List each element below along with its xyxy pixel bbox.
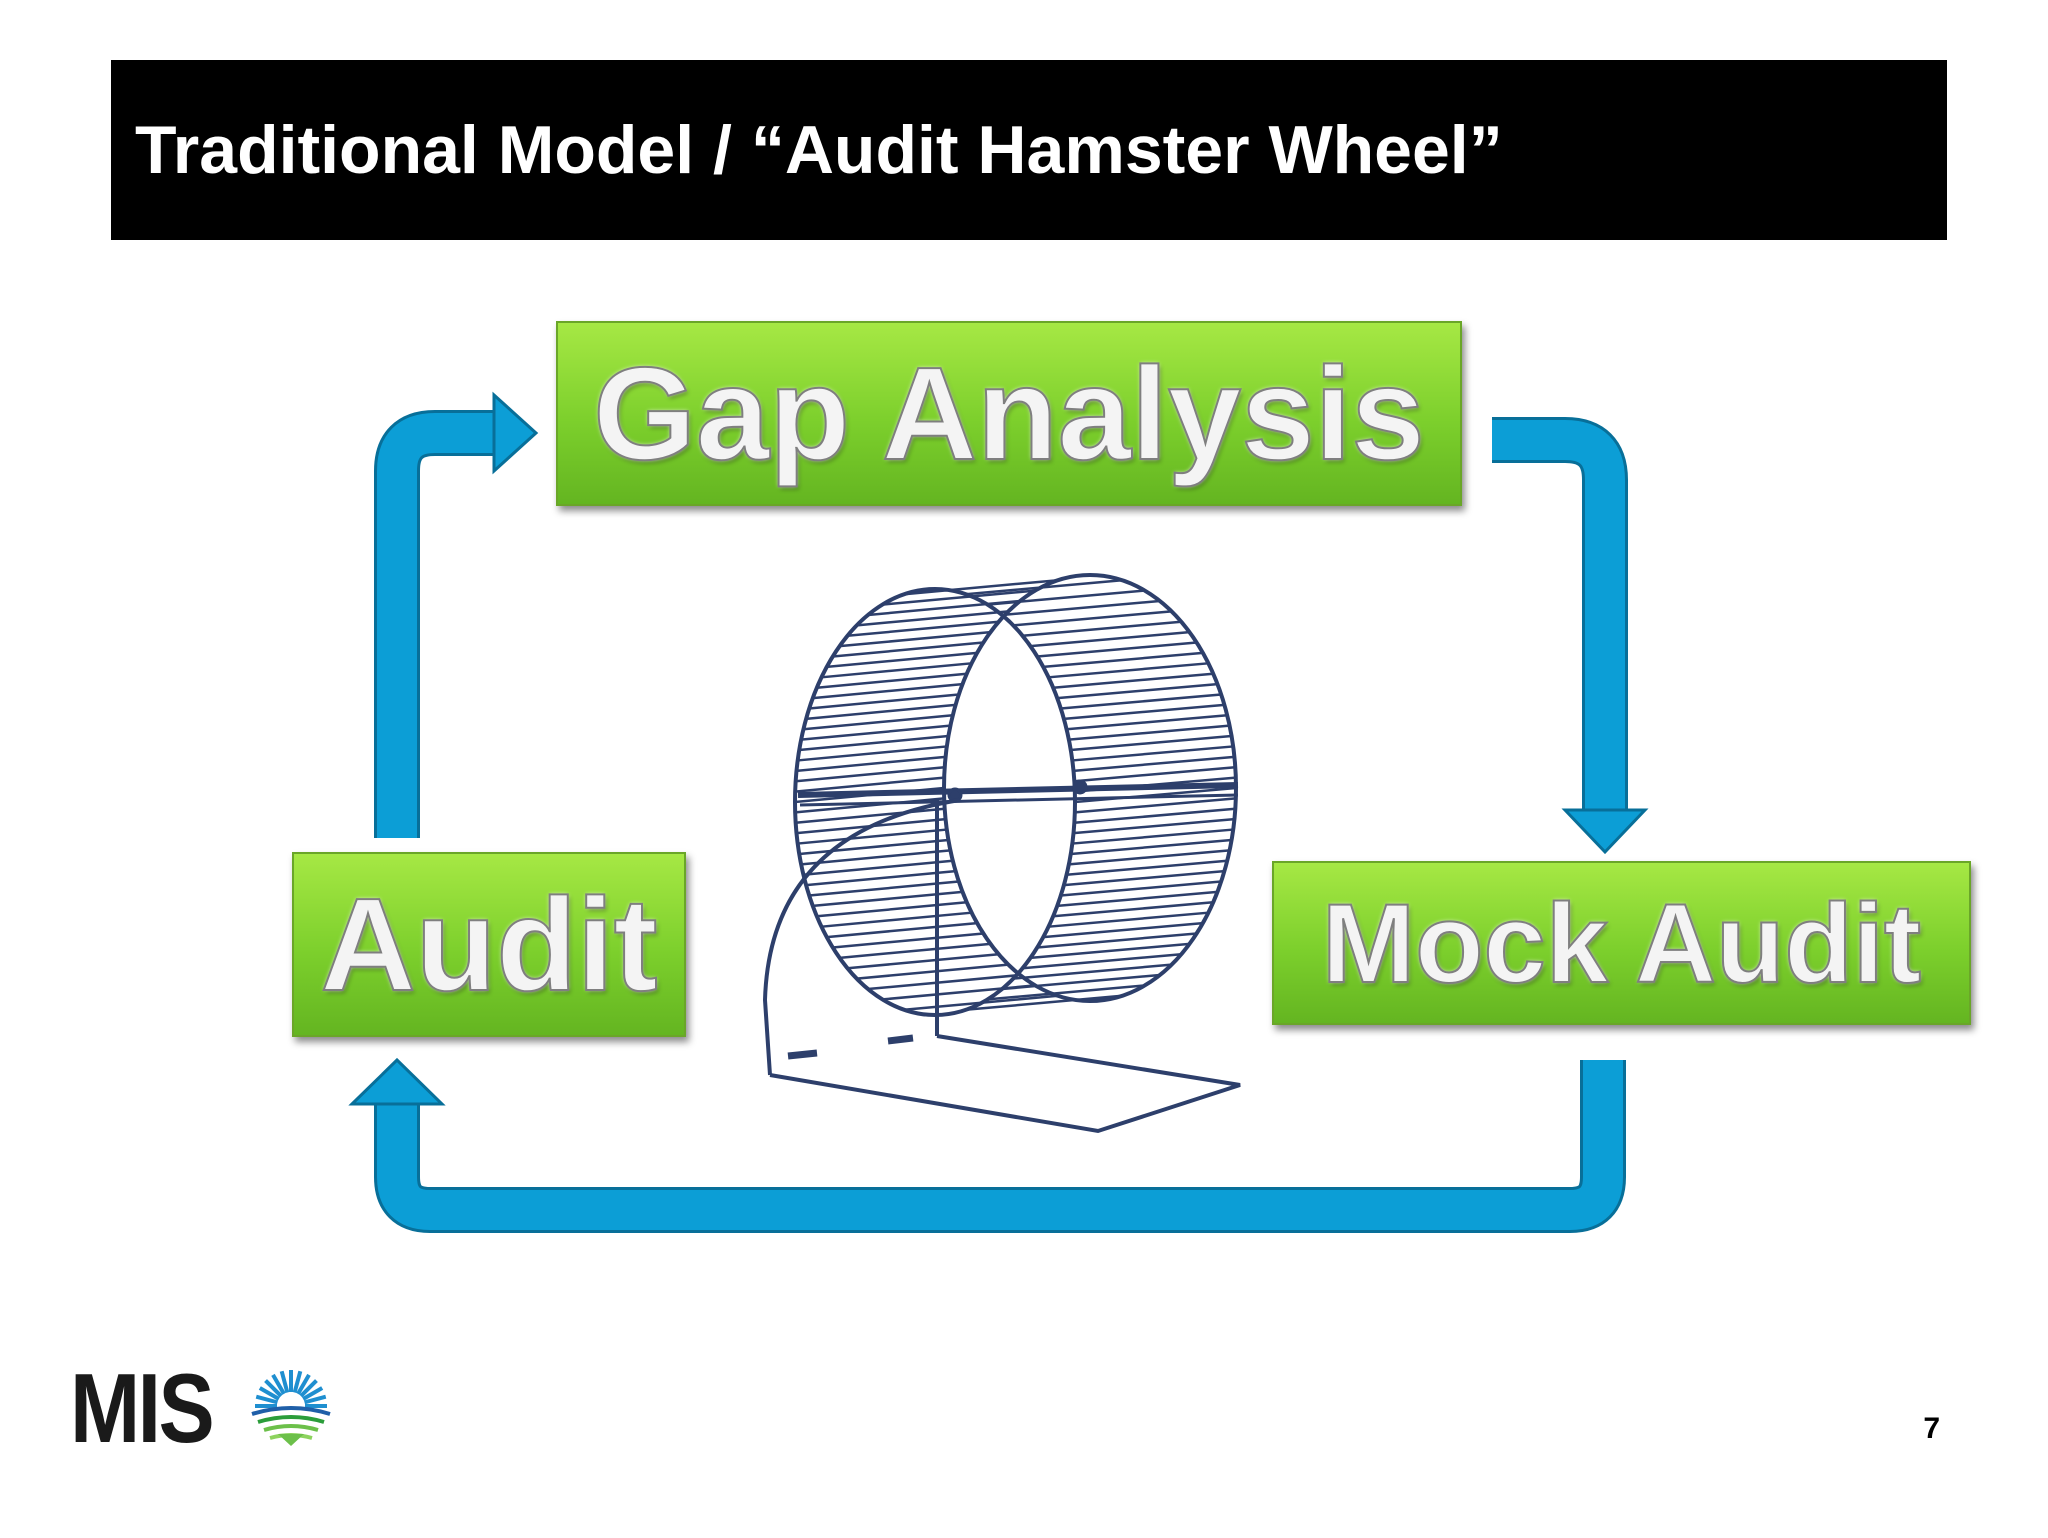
arrow-gap-to-mock [1492,417,1649,855]
page-number: 7 [1923,1412,1940,1445]
arrow-mock-to-audit [348,1057,1626,1233]
title-bar: Traditional Model / “Audit Hamster Wheel… [111,60,1947,240]
step-gap-analysis-label: Gap Analysis [592,339,1425,488]
step-audit-label: Audit [319,870,658,1019]
arrow-audit-to-gap [374,391,539,838]
slide-title: Traditional Model / “Audit Hamster Wheel… [135,112,1503,188]
miso-sun-logo-icon [251,1370,331,1446]
step-audit: Audit [292,852,686,1037]
step-mock-audit: Mock Audit [1272,861,1971,1025]
miso-logo: MIS [70,1353,331,1463]
hamster-wheel-icon [762,573,1241,1134]
logo-text: MIS [70,1352,215,1463]
step-gap-analysis: Gap Analysis [556,321,1462,506]
step-mock-audit-label: Mock Audit [1321,880,1922,1007]
